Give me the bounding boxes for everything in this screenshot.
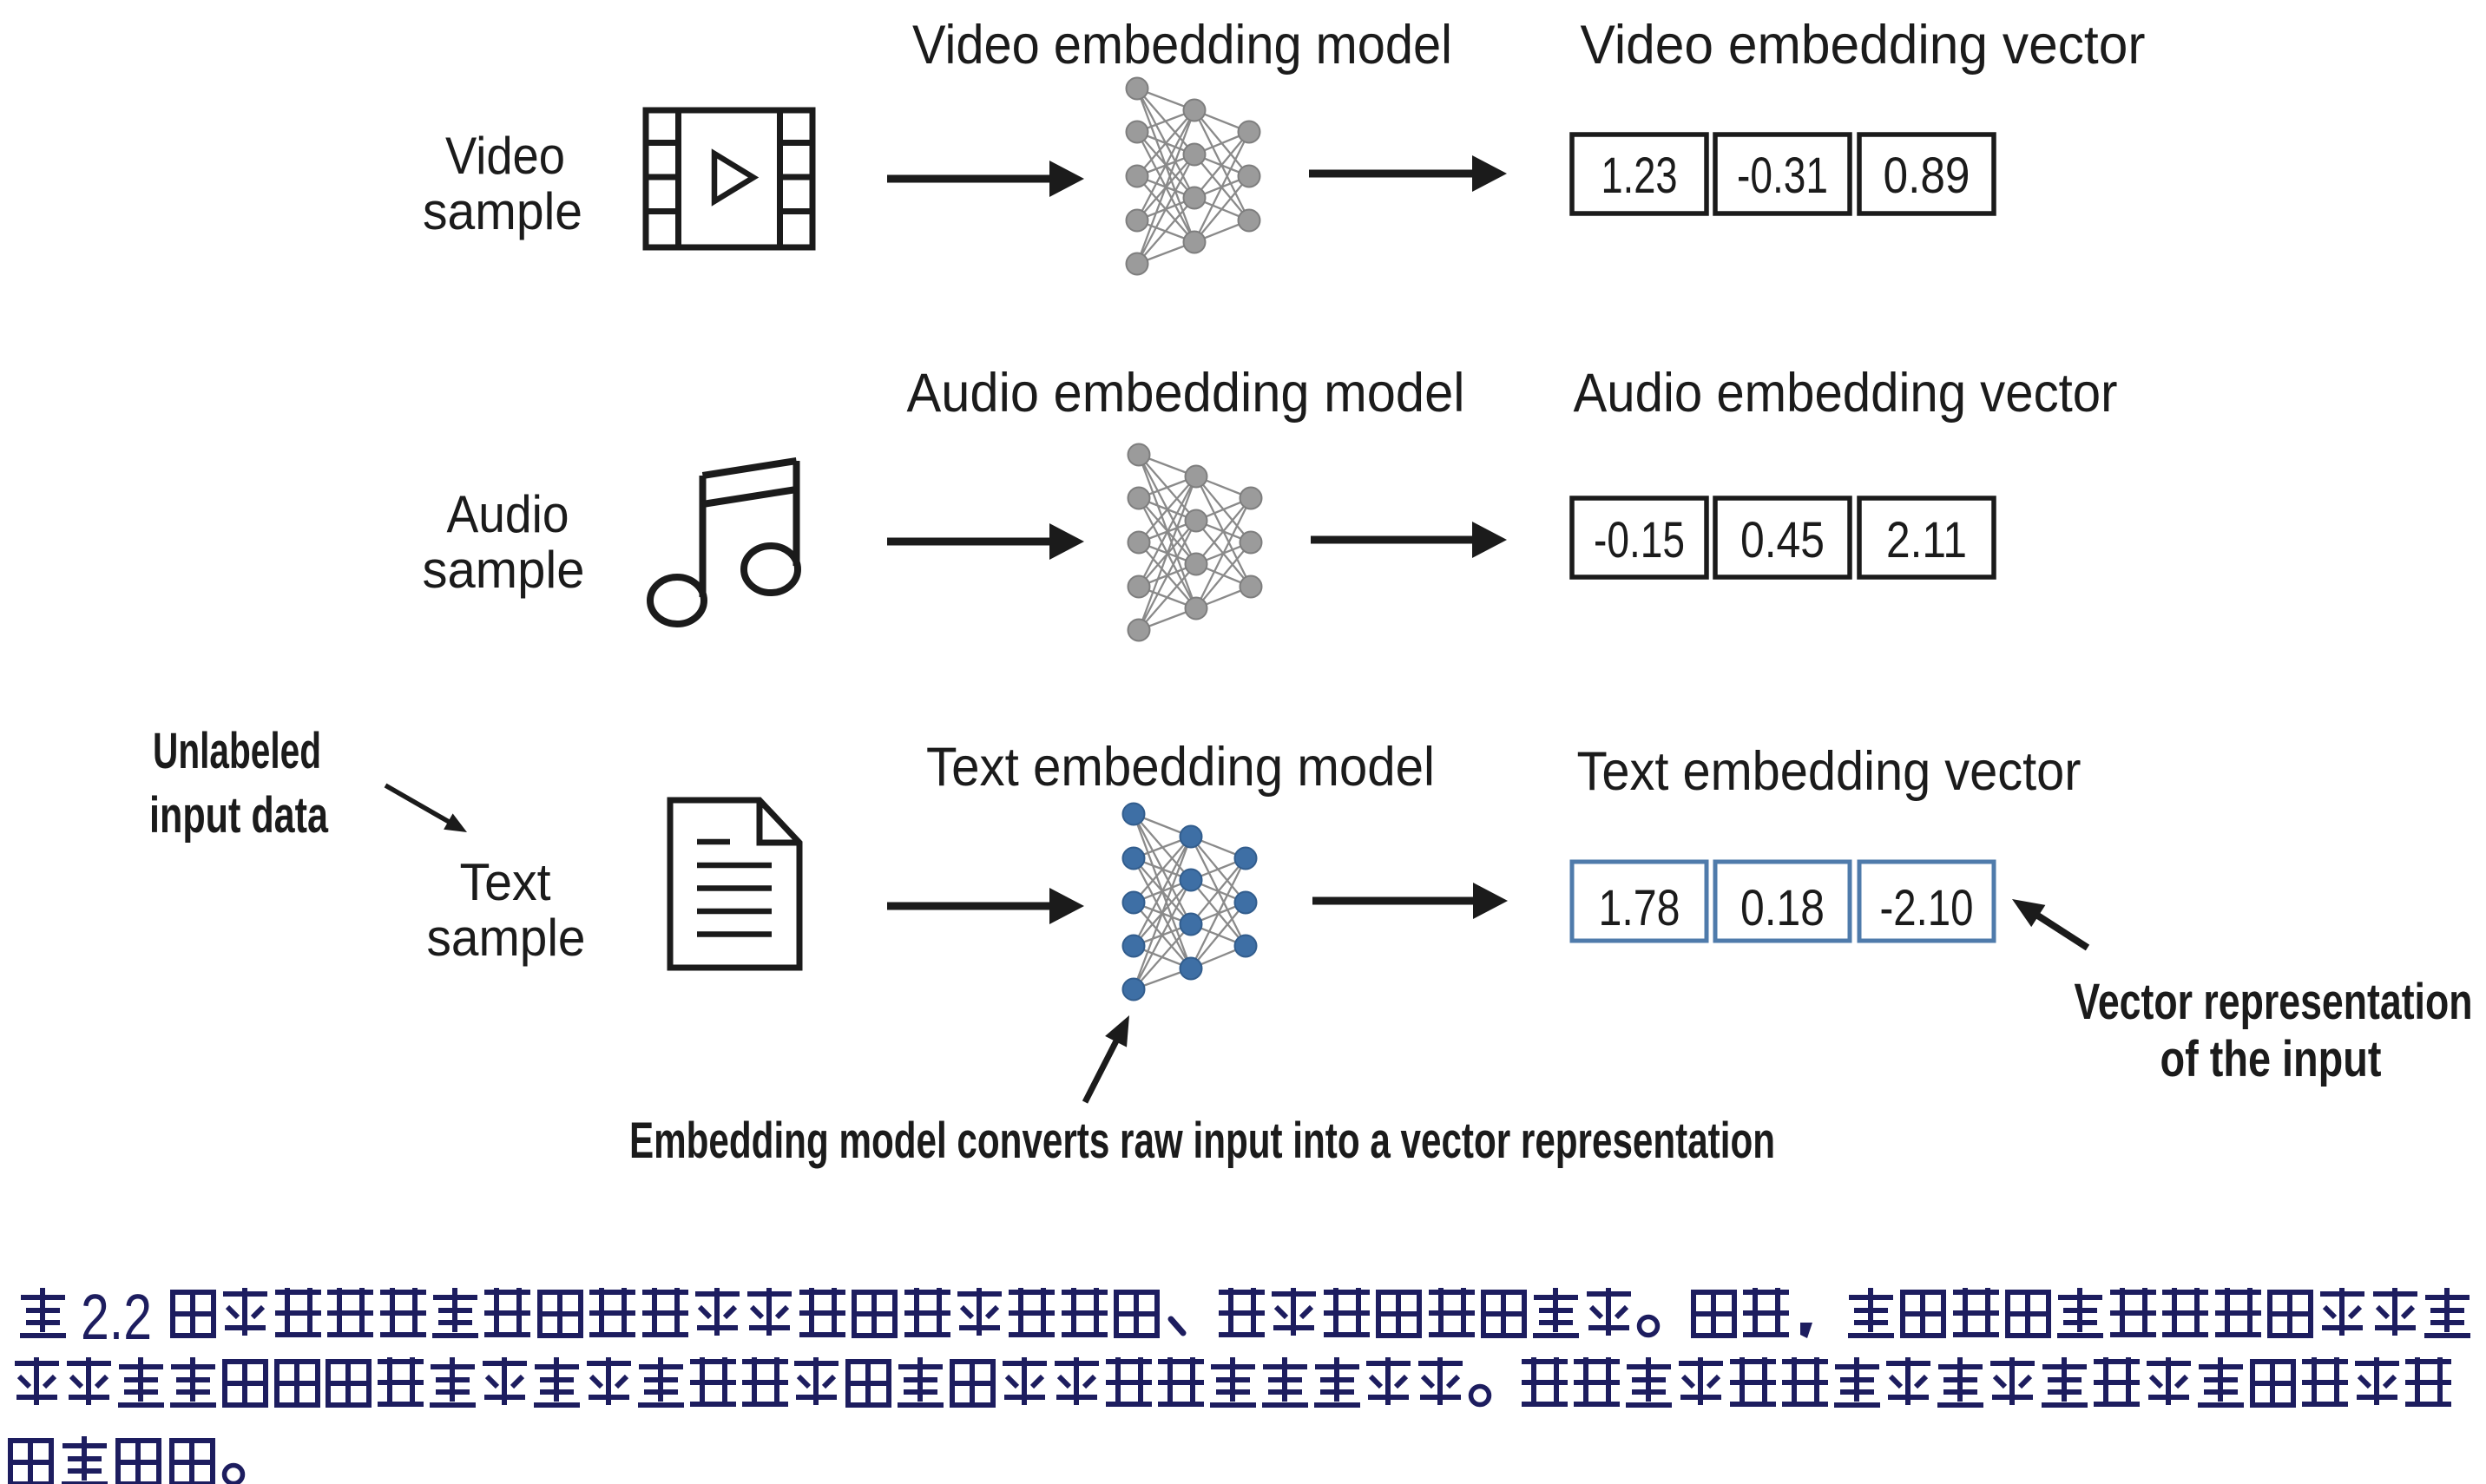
svg-text:of the input: of the input	[2160, 1031, 2382, 1087]
svg-text:0.45: 0.45	[1740, 512, 1825, 568]
svg-text:Embedding model converts raw i: Embedding model converts raw input into …	[629, 1113, 1775, 1169]
svg-text:sample: sample	[427, 909, 586, 967]
svg-text:2.2: 2.2	[81, 1281, 152, 1353]
svg-text:Audio: Audio	[447, 485, 569, 543]
svg-text:Text embedding vector: Text embedding vector	[1577, 741, 2082, 802]
svg-text:Video: Video	[445, 127, 565, 185]
svg-text:0.89: 0.89	[1884, 148, 1970, 204]
svg-text:Video embedding vector: Video embedding vector	[1581, 15, 2146, 76]
svg-text:1.23: 1.23	[1601, 148, 1678, 204]
svg-text:Text embedding model: Text embedding model	[926, 737, 1435, 798]
svg-text:Unlabeled: Unlabeled	[153, 723, 321, 779]
svg-text:Video embedding model: Video embedding model	[912, 15, 1452, 76]
svg-text:input data: input data	[149, 787, 329, 844]
svg-text:Vector representation: Vector representation	[2075, 974, 2473, 1030]
svg-text:1.78: 1.78	[1599, 880, 1680, 936]
svg-text:2.11: 2.11	[1886, 512, 1967, 568]
svg-text:-2.10: -2.10	[1880, 880, 1974, 936]
svg-text:-0.15: -0.15	[1594, 512, 1685, 568]
svg-text:-0.31: -0.31	[1737, 148, 1828, 204]
svg-text:Text: Text	[460, 853, 551, 911]
svg-text:sample: sample	[423, 541, 585, 599]
svg-text:Audio embedding vector: Audio embedding vector	[1574, 363, 2118, 424]
svg-text:sample: sample	[423, 182, 582, 240]
svg-text:0.18: 0.18	[1740, 880, 1825, 936]
svg-text:Audio embedding model: Audio embedding model	[907, 363, 1465, 424]
